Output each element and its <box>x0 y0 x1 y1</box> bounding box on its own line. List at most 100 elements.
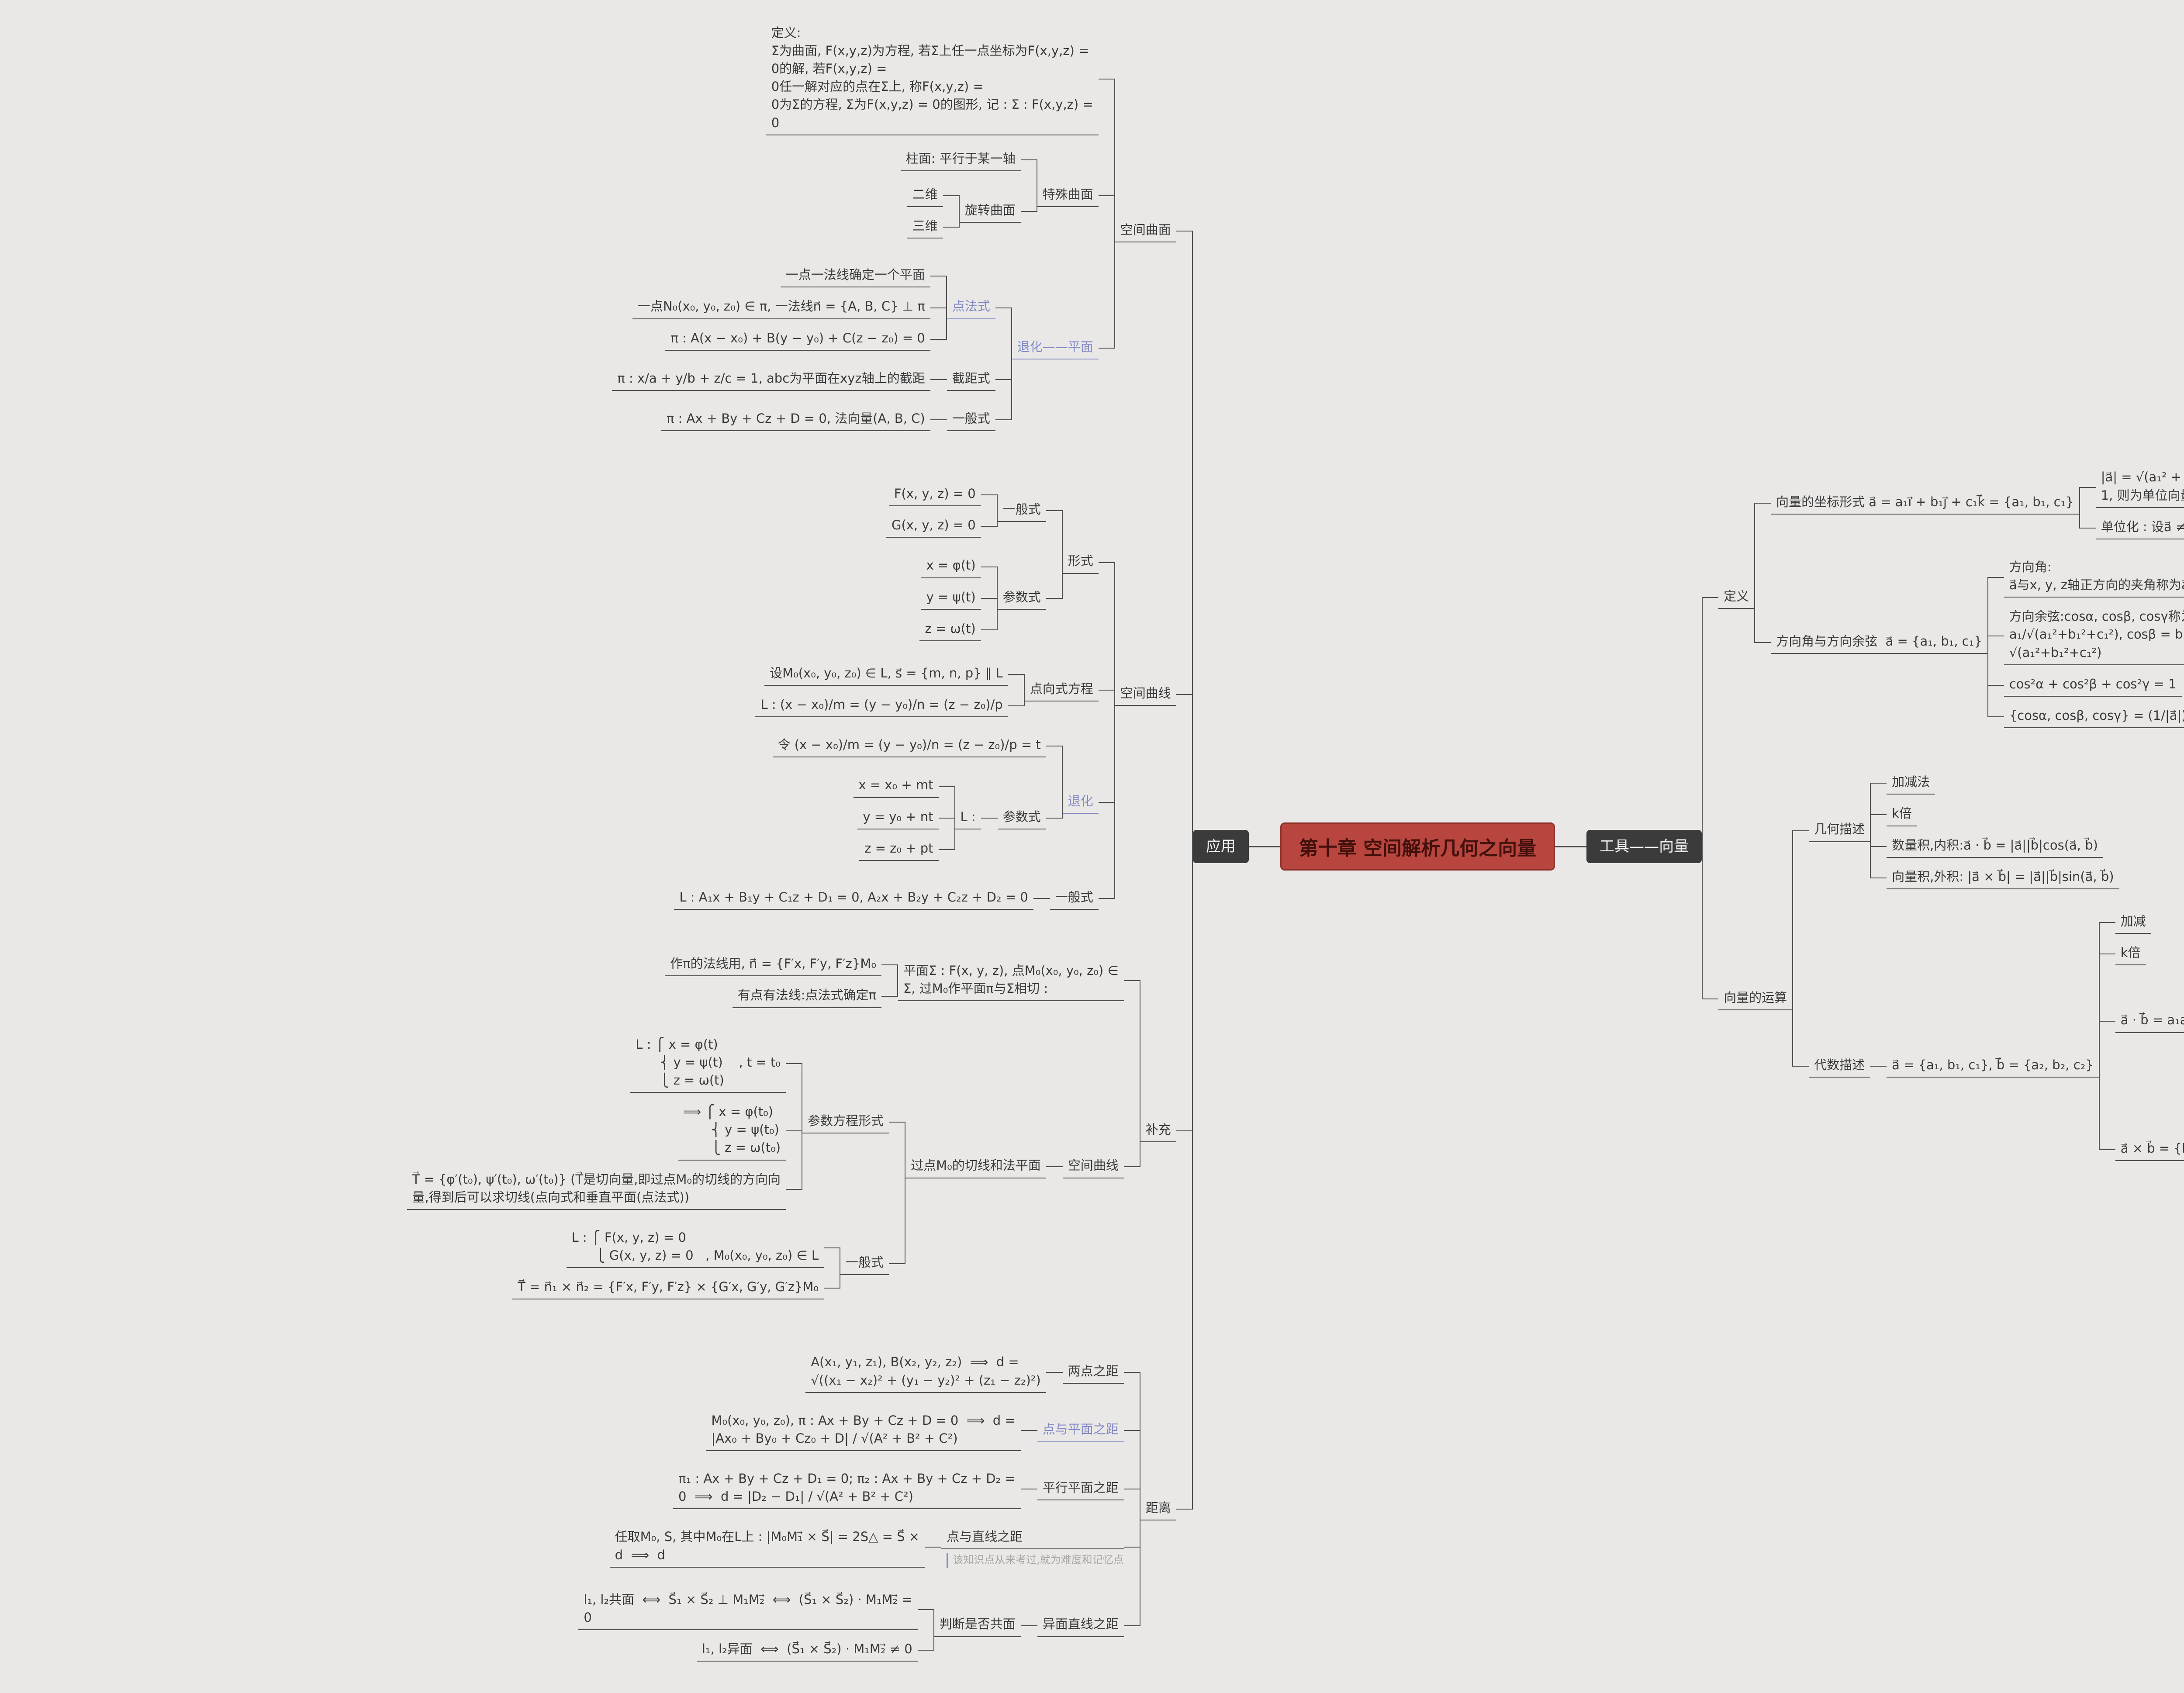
topic[interactable]: 点向式方程 <box>1024 679 1099 702</box>
topic[interactable]: 空间曲面 <box>1115 220 1176 243</box>
topic[interactable]: L : ⎧ F(x, y, z) = 0 ⎩ G(x, y, z) = 0 , … <box>566 1227 824 1268</box>
map-node-group: 一般式 L : ⎧ F(x, y, z) = 0 ⎩ G(x, y, z) = 0… <box>512 1223 889 1304</box>
children-group: 二维三维 <box>907 180 960 243</box>
topic[interactable]: T⃗ = n⃗₁ × n⃗₂ = {F′x, F′y, F′z} × {G′x,… <box>512 1277 824 1300</box>
topic[interactable]: 参数方程形式 <box>802 1111 889 1133</box>
topic[interactable]: 向量的运算 <box>1718 988 1793 1010</box>
topic[interactable]: G(x, y, z) = 0 <box>886 515 981 538</box>
topic[interactable]: π₁ : Ax + By + Cz + D₁ = 0; π₂ : Ax + By… <box>673 1468 1021 1510</box>
topic[interactable]: 方向余弦:cosα, cosβ, cosγ称为a⃗的方向余弦, cosα = a… <box>2004 606 2184 665</box>
topic[interactable]: 退化——平面 <box>1012 337 1099 359</box>
topic[interactable]: 作π的法线用, n⃗ = {F′x, F′y, F′z}M₀ <box>665 954 881 977</box>
topic[interactable]: 过点M₀的切线和法平面 <box>905 1155 1046 1178</box>
topic[interactable]: 设M₀(x₀, y₀, z₀) ∈ L, s⃗ = {m, n, p} ∥ L <box>764 663 1008 686</box>
topic[interactable]: L : (x − x₀)/m = (y − y₀)/n = (z − z₀)/p <box>755 694 1008 718</box>
branch-topic[interactable]: 应用 <box>1192 829 1249 864</box>
topic[interactable]: L : ⎧ x = φ(t) ⎨ y = ψ(t) , t = t₀ ⎩ z =… <box>630 1034 786 1093</box>
topic[interactable]: 参数式 <box>997 807 1046 829</box>
topic[interactable]: 数量积,内积:a⃗ · b⃗ = |a⃗||b⃗|cos(a⃗, b⃗) <box>1887 835 2103 858</box>
topic[interactable]: T⃗ = {φ′(t₀), ψ′(t₀), ω′(t₀)} (T⃗是切向量,即过… <box>407 1169 786 1210</box>
tree-branch: 定义: Σ为曲面, F(x,y,z)为方程, 若Σ上任一点坐标为F(x,y,z)… <box>612 18 1116 140</box>
topic[interactable]: a⃗ × b⃗ = {b₁c₂ − b₂c₁, a₂c₁ − a₁c₂, a₁b… <box>2115 1138 2184 1161</box>
topic[interactable]: 一点N₀(x₀, y₀, z₀) ∈ π, 一法线n⃗ = {A, B, C} … <box>632 296 930 319</box>
topic[interactable]: L : A₁x + B₁y + C₁z + D₁ = 0, A₂x + B₂y … <box>674 887 1033 910</box>
topic[interactable]: 距离 <box>1140 1498 1176 1520</box>
topic[interactable]: a⃗ · b⃗ = a₁a₂ + b₁b₂ + c₁c₂ <box>2115 1010 2184 1033</box>
topic-labelbox: 设M₀(x₀, y₀, z₀) ∈ L, s⃗ = {m, n, p} ∥ L <box>764 663 1008 686</box>
topic[interactable]: z = ω(t) <box>919 618 981 641</box>
topic[interactable]: 向量的坐标形式 a⃗ = a₁i⃗ + b₁j⃗ + c₁k⃗ = {a₁, b… <box>1771 492 2079 515</box>
topic[interactable]: F(x, y, z) = 0 <box>888 484 981 507</box>
topic[interactable]: 三维 <box>907 216 943 239</box>
topic[interactable]: 补充 <box>1140 1119 1176 1143</box>
topic[interactable]: π : A(x − x₀) + B(y − y₀) + C(z − z₀) = … <box>665 328 930 351</box>
topic[interactable]: k倍 <box>2115 943 2146 966</box>
topic[interactable]: l₁, l₂异面 ⟺ (S⃗₁ × S⃗₂) · M₁M₂⃗ ≠ 0 <box>696 1639 918 1662</box>
topic[interactable]: 点法式 <box>947 296 995 319</box>
map-node-group: 判断是否共面 l₁, l₂共面 ⟺ S⃗₁ × S⃗₂ ⊥ M₁M₂⃗ ⟺ (S⃗… <box>578 1585 1021 1666</box>
topic[interactable]: k倍 <box>1887 803 1917 826</box>
topic[interactable]: 几何描述 <box>1809 819 1870 842</box>
topic[interactable]: {cosα, cosβ, cosγ} = (1/|a⃗|)a⃗ = a⃗° <box>2004 705 2184 729</box>
branch-topic[interactable]: 工具——向量 <box>1586 829 1702 864</box>
topic-labelbox: 过点M₀的切线和法平面 <box>905 1155 1046 1178</box>
topic[interactable]: 定义: Σ为曲面, F(x,y,z)为方程, 若Σ上任一点坐标为F(x,y,z)… <box>766 23 1099 135</box>
topic[interactable]: 一般式 <box>1050 887 1099 910</box>
topic[interactable]: 特殊曲面 <box>1037 184 1099 207</box>
topic[interactable]: |a⃗| = √(a₁² + b₁² + c₁²), 若|a⃗| = 0, 则为… <box>2095 467 2184 508</box>
topic[interactable]: y = y₀ + nt <box>857 807 939 829</box>
map-node-group: 作π的法线用, n⃗ = {F′x, F′y, F′z}M₀ <box>665 954 881 977</box>
topic[interactable]: 退化 <box>1062 791 1099 814</box>
topic[interactable]: 一点一法线确定一个平面 <box>780 265 930 288</box>
topic[interactable]: 旋转曲面 <box>959 200 1021 223</box>
topic[interactable]: x = x₀ + mt <box>853 775 939 798</box>
topic[interactable]: π : x/a + y/b + z/c = 1, abc为平面在xyz轴上的截距 <box>612 368 930 391</box>
topic[interactable]: M₀(x₀, y₀, z₀), π : Ax + By + Cz + D = 0… <box>706 1410 1021 1451</box>
topic[interactable]: 任取M₀, S, 其中M₀在L上 : |M₀M₁⃗ × S⃗| = 2S△ = … <box>609 1527 925 1568</box>
topic[interactable]: l₁, l₂共面 ⟺ S⃗₁ × S⃗₂ ⊥ M₁M₂⃗ ⟺ (S⃗₁ × S⃗… <box>578 1589 918 1631</box>
central-topic[interactable]: 第十章 空间解析几何之向量 <box>1280 822 1555 871</box>
spine-connector-left <box>1248 846 1280 847</box>
topic[interactable]: L : <box>955 807 981 829</box>
topic-labelbox: a⃗ · b⃗ = a₁a₂ + b₁b₂ + c₁c₂ <box>2115 1010 2184 1033</box>
topic-labelbox: 向量积,外积: |a⃗ × b⃗| = |a⃗||b⃗|sin(a⃗, b⃗) <box>1887 867 2119 889</box>
topic[interactable]: x = φ(t) <box>921 555 981 578</box>
topic[interactable]: 有点有法线:点法式确定π <box>732 985 881 1008</box>
topic[interactable]: 异面直线之距 <box>1037 1614 1124 1637</box>
topic[interactable]: 单位化 : 设a⃗ ≠ 0⃗, a⃗° = (1/|a⃗|)a⃗ (a⃗°为方向… <box>2095 517 2184 539</box>
topic[interactable]: 空间曲线 <box>1062 1155 1124 1178</box>
topic[interactable]: 向量积,外积: |a⃗ × b⃗| = |a⃗||b⃗|sin(a⃗, b⃗) <box>1887 867 2119 889</box>
topic[interactable]: 加减法 <box>1887 772 1935 795</box>
children-group: l₁, l₂共面 ⟺ S⃗₁ × S⃗₂ ⊥ M₁M₂⃗ ⟺ (S⃗₁ × S⃗… <box>578 1585 935 1666</box>
topic[interactable]: 令 (x − x₀)/m = (y − y₀)/n = (z − z₀)/p =… <box>772 735 1046 758</box>
topic[interactable]: 一般式 <box>947 408 995 432</box>
tree-branch: 形式 一般式 F(x, y, z) = 0 G(x, y, z) = 0 参数式 x = … <box>674 470 1116 654</box>
topic[interactable]: 截距式 <box>947 368 995 391</box>
topic[interactable]: 两点之距 <box>1062 1361 1124 1384</box>
topic[interactable]: 形式 <box>1062 551 1099 574</box>
topic[interactable]: 点与直线之距 <box>941 1527 1124 1550</box>
topic[interactable]: 平面Σ : F(x, y, z), 点M₀(x₀, y₀, z₀) ∈ Σ, 过… <box>898 961 1124 1002</box>
topic[interactable]: π : Ax + By + Cz + D = 0, 法向量(A, B, C) <box>661 408 930 432</box>
topic[interactable]: 定义 <box>1718 586 1755 609</box>
topic[interactable]: 参数式 <box>997 587 1046 610</box>
topic[interactable]: ⟹ ⎧ x = φ(t₀) ⎨ y = ψ(t₀) ⎩ z = ω(t₀) <box>677 1102 786 1161</box>
topic[interactable]: a⃗ = {a₁, b₁, c₁}, b⃗ = {a₂, b₂, c₂} <box>1887 1055 2099 1078</box>
topic[interactable]: 空间曲线 <box>1115 683 1176 706</box>
topic[interactable]: 加减 <box>2115 911 2151 934</box>
topic[interactable]: 二维 <box>907 184 943 207</box>
topic[interactable]: 方向角与方向余弦 a⃗ = {a₁, b₁, c₁} <box>1771 631 1987 654</box>
topic[interactable]: y = ψ(t) <box>921 587 981 610</box>
topic[interactable]: 代数描述 <box>1809 1055 1870 1078</box>
tree-branch: 任取M₀, S, 其中M₀在L上 : |M₀M₁⃗ × S⃗| = 2S△ = … <box>609 1522 942 1572</box>
topic[interactable]: cos²α + cos²β + cos²γ = 1 <box>2004 674 2182 697</box>
topic[interactable]: 一般式 <box>997 499 1046 522</box>
topic[interactable]: z = z₀ + pt <box>859 838 939 861</box>
topic[interactable]: 方向角: a⃗与x, y, z轴正方向的夹角称为a⃗的方向角, 分别为α, β,… <box>2004 557 2184 598</box>
topic[interactable]: A(x₁, y₁, z₁), B(x₂, y₂, z₂) ⟹ d = √((x₁… <box>805 1352 1046 1393</box>
topic[interactable]: 一般式 <box>840 1252 889 1275</box>
topic[interactable]: 点与平面之距 <box>1037 1419 1124 1442</box>
topic[interactable]: 柱面: 平行于某一轴 <box>900 149 1021 171</box>
topic[interactable]: 判断是否共面 <box>934 1614 1021 1637</box>
topic[interactable]: 平行平面之距 <box>1037 1478 1124 1500</box>
